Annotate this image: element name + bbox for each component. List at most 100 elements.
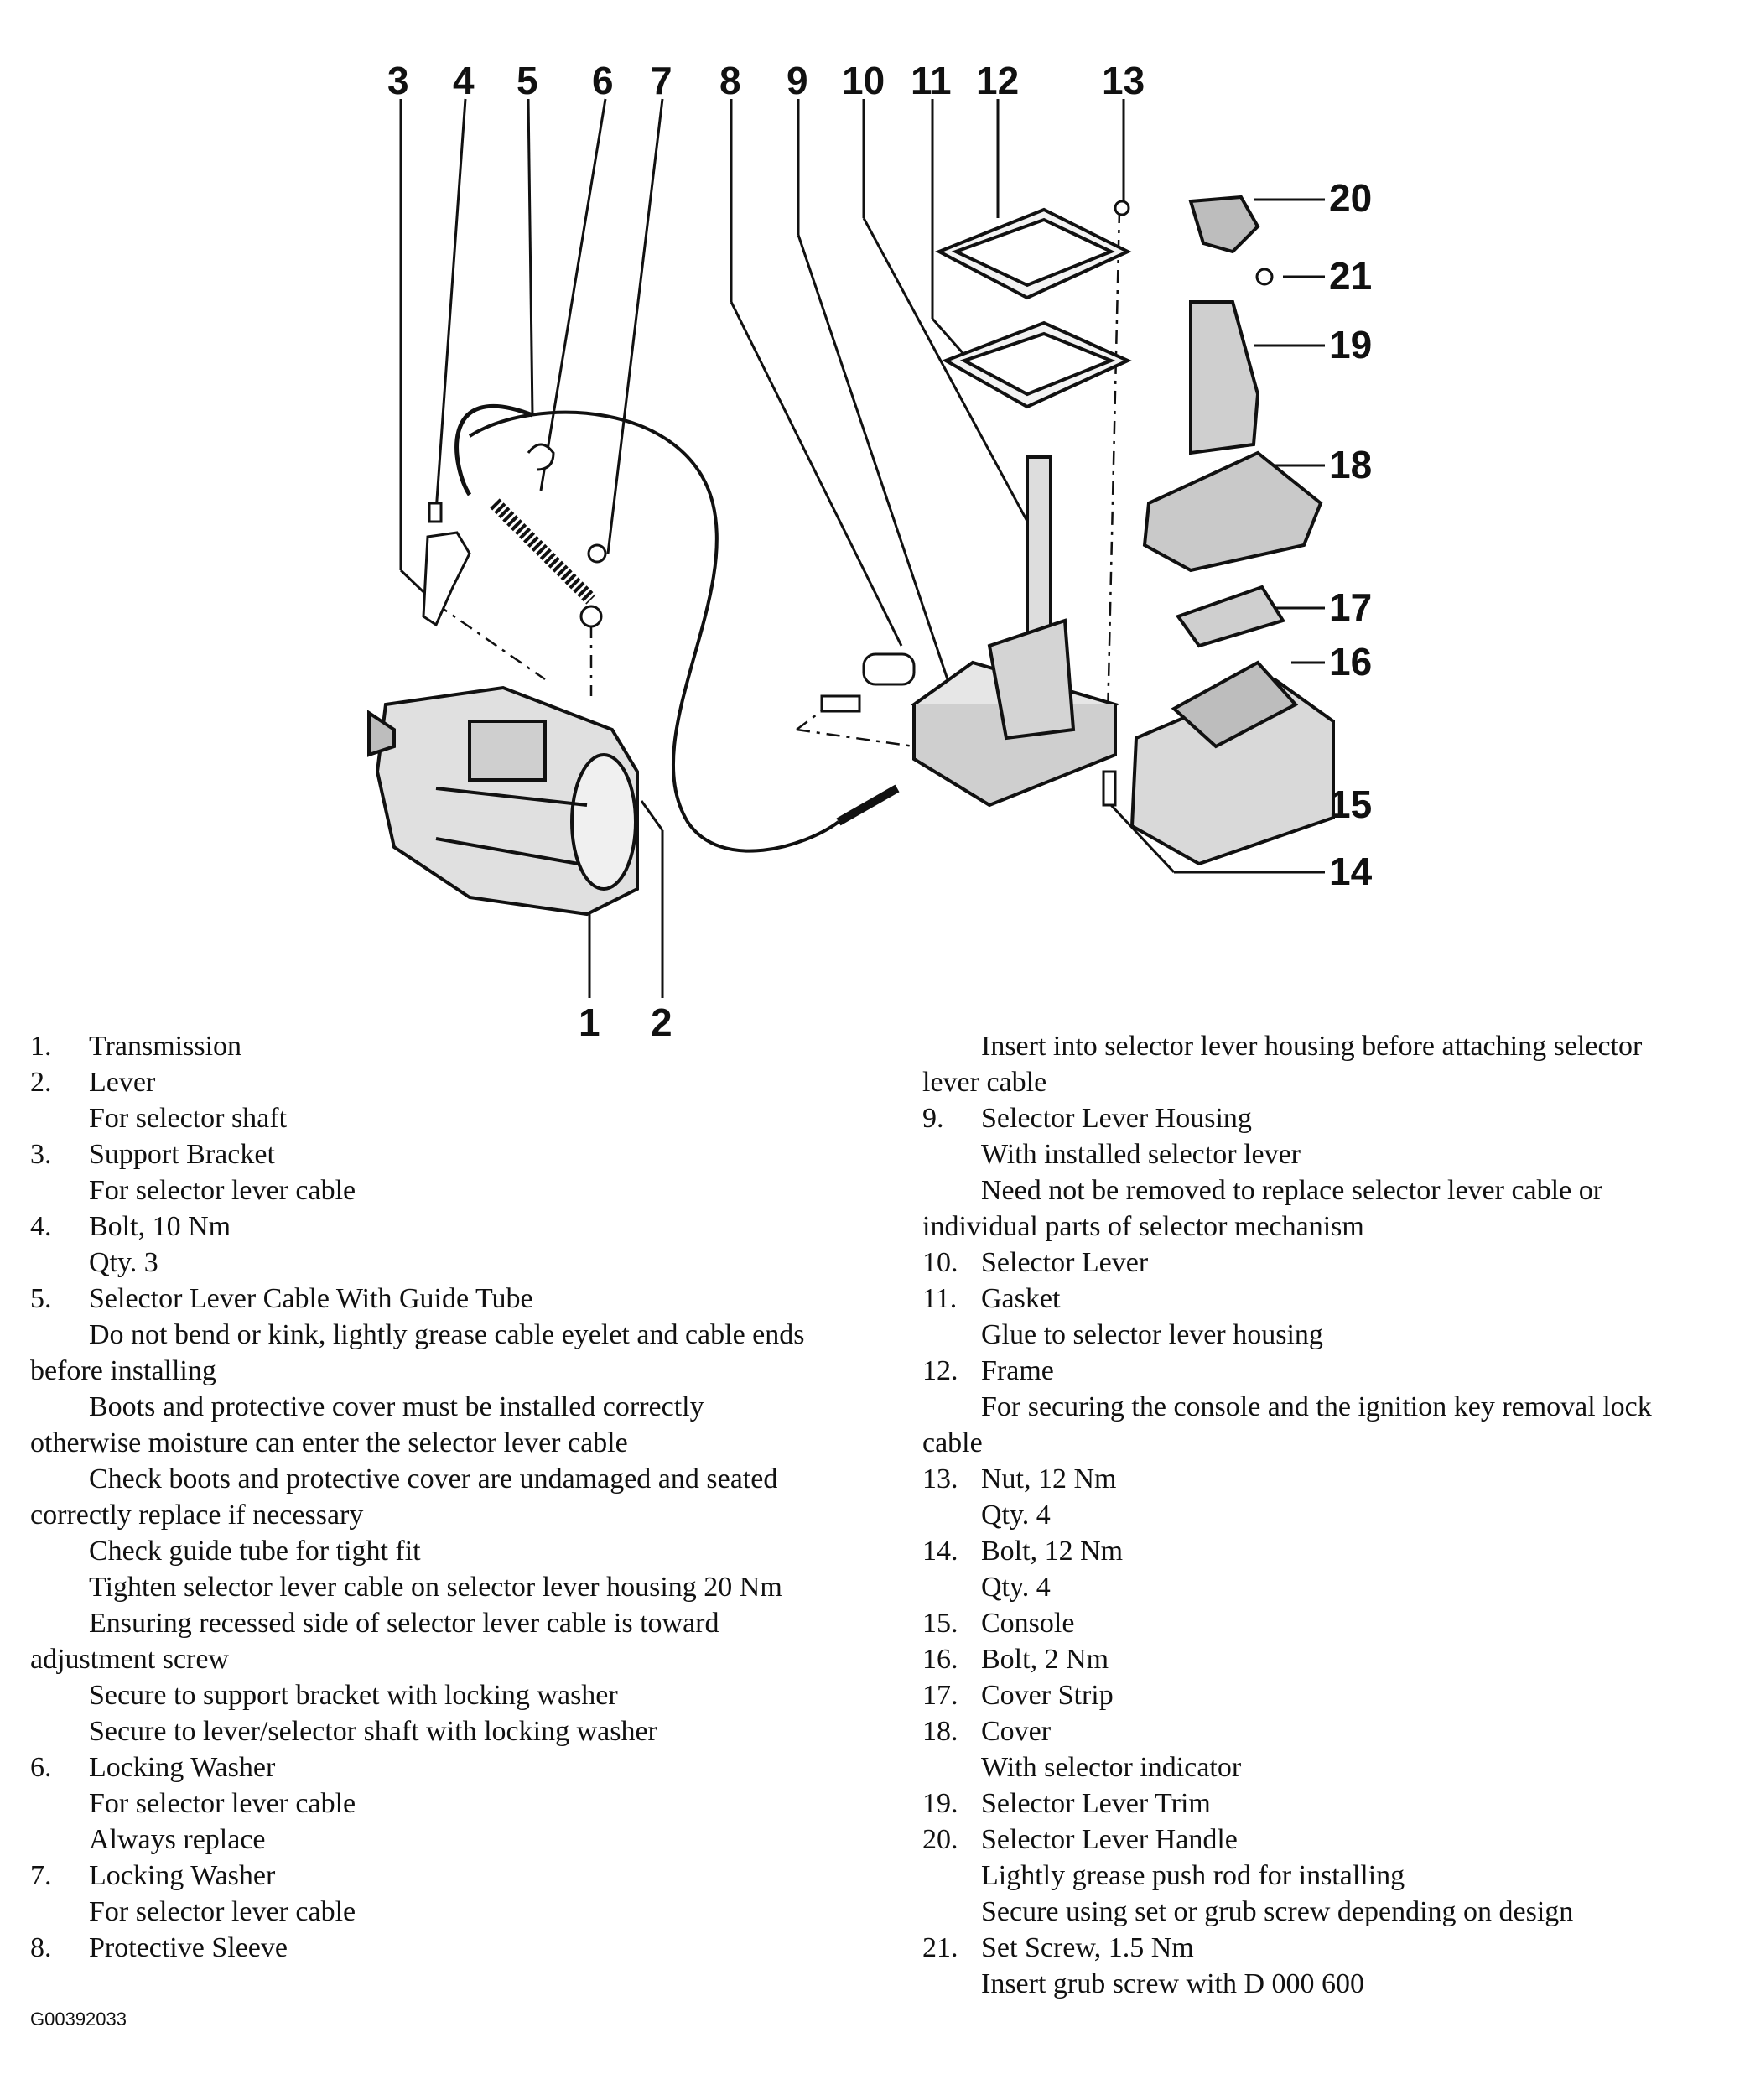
legend-item: 10.Selector Lever bbox=[922, 1245, 1727, 1281]
legend-note: Qty. 4 bbox=[981, 1572, 1051, 1603]
legend-note: With installed selector lever bbox=[981, 1139, 1301, 1170]
legend-item-number: 1. bbox=[30, 1031, 52, 1062]
exploded-parts-diagram: 3 4 5 6 7 8 9 10 11 12 13 20 21 19 18 17… bbox=[367, 59, 1373, 1044]
legend-item-number: 20. bbox=[922, 1824, 958, 1855]
legend-item-text: Gasket bbox=[981, 1283, 1061, 1314]
legend-item-number: 4. bbox=[30, 1211, 52, 1242]
legend-note: For securing the console and the ignitio… bbox=[981, 1391, 1652, 1422]
legend-item-text: Set Screw, 1.5 Nm bbox=[981, 1932, 1194, 1963]
legend-item-number: 13. bbox=[922, 1463, 958, 1494]
callout-4: 4 bbox=[453, 59, 475, 102]
sleeve-fitting bbox=[820, 694, 861, 713]
legend-right-column: Insert into selector lever housing befor… bbox=[922, 1028, 1727, 2002]
legend-item-number: 6. bbox=[30, 1752, 52, 1783]
callout-8: 8 bbox=[719, 59, 741, 102]
legend-note: Ensuring recessed side of selector lever… bbox=[89, 1608, 719, 1639]
legend-item-text: Bolt, 12 Nm bbox=[981, 1536, 1124, 1567]
legend-item: 20.Selector Lever Handle bbox=[922, 1822, 1727, 1858]
selector-lever-trim-19 bbox=[1189, 300, 1260, 455]
guide-tube bbox=[490, 498, 596, 605]
callout-14: 14 bbox=[1329, 850, 1373, 893]
legend-item: 16. Bolt, 2 Nm bbox=[922, 1641, 1727, 1677]
callout-1: 1 bbox=[579, 1001, 600, 1044]
leader-6 bbox=[539, 98, 607, 491]
document-id: G00392033 bbox=[30, 2009, 127, 2030]
legend-item-text: Cover Strip bbox=[981, 1680, 1114, 1711]
leader-14 bbox=[1109, 803, 1176, 874]
legend-item: 8.Protective Sleeve bbox=[30, 1930, 902, 1966]
legend-note-continued: individual parts of selector mechanism bbox=[922, 1211, 1364, 1242]
callout-21: 21 bbox=[1329, 254, 1372, 298]
legend-note: Need not be removed to replace selector … bbox=[981, 1175, 1603, 1206]
legend-item: 15.Console bbox=[922, 1605, 1727, 1641]
legend-item-number: 19. bbox=[922, 1788, 958, 1819]
cable-eyelet bbox=[454, 403, 533, 496]
legend-item: 12.Frame bbox=[922, 1353, 1727, 1389]
legend-note-continued: before installing bbox=[30, 1355, 216, 1386]
legend-item: 7.Locking Washer bbox=[30, 1858, 902, 1894]
legend-item: 5.Selector Lever Cable With Guide Tube bbox=[30, 1281, 902, 1317]
legend-item: 1.Transmission bbox=[30, 1028, 902, 1064]
legend-item: 17. Cover Strip bbox=[922, 1677, 1727, 1713]
legend-item-number: 5. bbox=[30, 1283, 52, 1314]
legend-note: For selector shaft bbox=[89, 1103, 288, 1134]
legend-item: 11.Gasket bbox=[922, 1281, 1727, 1317]
legend-note: Lightly grease push rod for installing bbox=[981, 1860, 1405, 1891]
legend-note: With selector indicator bbox=[981, 1752, 1242, 1783]
callout-11: 11 bbox=[911, 59, 952, 102]
cable-eye bbox=[579, 605, 603, 628]
legend-note-continued: correctly replace if necessary bbox=[30, 1500, 364, 1531]
cable-end bbox=[836, 784, 900, 826]
legend-item: 9.Selector Lever Housing bbox=[922, 1100, 1727, 1136]
cover-18 bbox=[1142, 450, 1323, 573]
legend-note-continued: adjustment screw bbox=[30, 1644, 229, 1675]
legend-item-text: Protective Sleeve bbox=[89, 1932, 288, 1963]
legend-note: Qty. 3 bbox=[89, 1247, 158, 1278]
legend-note: Secure to support bracket with locking w… bbox=[89, 1680, 618, 1711]
legend-item: 6. Locking Washer bbox=[30, 1749, 902, 1786]
cover-strip-17 bbox=[1175, 585, 1286, 648]
legend-item-number: 18. bbox=[922, 1716, 958, 1747]
legend-item-text: Locking Washer bbox=[89, 1752, 276, 1783]
legend-item-text: Locking Washer bbox=[89, 1860, 276, 1891]
callout-10: 10 bbox=[842, 59, 885, 102]
leader-7 bbox=[606, 98, 664, 554]
legend-note: Qty. 4 bbox=[981, 1500, 1051, 1531]
legend-item-text: Bolt, 10 Nm bbox=[89, 1211, 231, 1242]
legend-note: Secure using set or grub screw depending… bbox=[981, 1896, 1574, 1927]
legend-item-text: Cover bbox=[981, 1716, 1052, 1747]
locking-washer-7 bbox=[587, 543, 607, 564]
legend-item: 4. Bolt, 10 Nm bbox=[30, 1209, 902, 1245]
legend-item-number: 16. bbox=[922, 1644, 958, 1675]
legend-item-number: 9. bbox=[922, 1103, 944, 1134]
legend-note: Glue to selector lever housing bbox=[981, 1319, 1323, 1350]
callout-20: 20 bbox=[1329, 176, 1372, 220]
legend-note: For selector lever cable bbox=[89, 1896, 356, 1927]
legend-item: 18. Cover bbox=[922, 1713, 1727, 1749]
legend-item-number: 14. bbox=[922, 1536, 958, 1567]
set-screw-21 bbox=[1255, 268, 1274, 286]
legend-item: 21.Set Screw, 1.5 Nm bbox=[922, 1930, 1727, 1966]
legend-item: 2.Lever bbox=[30, 1064, 902, 1100]
legend-item-number: 17. bbox=[922, 1680, 958, 1711]
callout-13: 13 bbox=[1102, 59, 1145, 102]
legend-note-continued: lever cable bbox=[922, 1067, 1047, 1098]
legend-item-number: 15. bbox=[922, 1608, 958, 1639]
legend-note: Insert grub screw with D 000 600 bbox=[981, 1968, 1365, 1999]
legend-item-text: Bolt, 2 Nm bbox=[981, 1644, 1109, 1675]
legend-note: Always replace bbox=[89, 1824, 266, 1855]
legend-note: Boots and protective cover must be insta… bbox=[89, 1391, 704, 1422]
legend-item: 19.Selector Lever Trim bbox=[922, 1786, 1727, 1822]
locking-washer-6 bbox=[527, 443, 555, 471]
legend-item: 3.Support Bracket bbox=[30, 1136, 902, 1172]
legend-note: Do not bend or kink, lightly grease cabl… bbox=[89, 1319, 805, 1350]
selector-lever-cable bbox=[468, 410, 840, 853]
leader-4 bbox=[434, 98, 467, 512]
callout-9: 9 bbox=[787, 59, 808, 102]
legend-item-text: Support Bracket bbox=[89, 1139, 275, 1170]
callout-12: 12 bbox=[976, 59, 1019, 102]
callout-17: 17 bbox=[1329, 585, 1372, 629]
legend-item-number: 2. bbox=[30, 1067, 52, 1098]
legend-note: For selector lever cable bbox=[89, 1175, 356, 1206]
